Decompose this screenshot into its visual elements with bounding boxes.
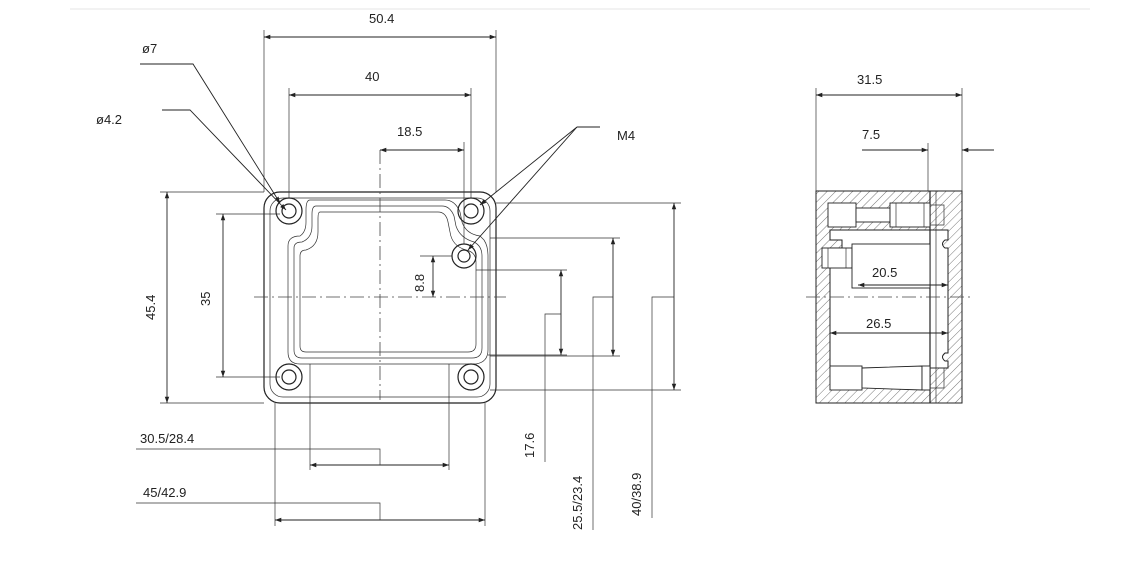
label-large-hole: ø7 (142, 41, 157, 56)
dim-hole-spacing-x: 40 (365, 69, 379, 84)
dim-m4-offset-x: 18.5 (397, 124, 422, 139)
screw-small (821, 247, 853, 269)
dim-overall-width: 50.4 (369, 11, 394, 26)
leader-large-hole (140, 63, 281, 204)
dim-overall-depth: 31.5 (857, 72, 882, 87)
hole-top-right-outer (457, 197, 485, 225)
dim-side-b: 25.5/23.4 (570, 476, 585, 530)
dim-m4-offset-y: 8.8 (412, 274, 427, 292)
label-small-hole: ø4.2 (96, 112, 122, 127)
dim-hole-spacing-y: 35 (198, 292, 213, 306)
dim-overall-height: 45.4 (143, 295, 158, 320)
leader-m4-boss (467, 126, 578, 251)
hole-top-right-inner (463, 203, 479, 219)
inner-wall-upper (851, 243, 931, 289)
hole-bottom-right-outer (457, 363, 485, 391)
dim-lid-depth: 7.5 (862, 127, 880, 142)
screw-bottom-shank (861, 365, 923, 391)
dim-side-c: 40/38.9 (629, 473, 644, 516)
m4-boss-outer (451, 243, 477, 269)
side-section-view: 31.5 7.5 20.5 26.5 (806, 72, 994, 404)
front-view: 50.4 40 18.5 8.8 35 45.4 ø7 ø4.2 (96, 11, 681, 530)
dim-inner-lower: 26.5 (866, 316, 891, 331)
label-thread: M4 (617, 128, 635, 143)
dim-inner-bottom-width: 30.5/28.4 (140, 431, 194, 446)
screw-top-head (889, 202, 931, 228)
hole-top-left-outer (275, 197, 303, 225)
lid-groove-inner (293, 205, 483, 359)
screw-bottom-head (921, 365, 931, 391)
hole-top-left-inner (281, 203, 297, 219)
lid-recess (299, 211, 477, 353)
screw-top-body (827, 202, 857, 228)
screw-bottom-body (829, 365, 863, 391)
dim-inner-upper: 20.5 (872, 265, 897, 280)
dim-side-a: 17.6 (522, 433, 537, 458)
leader-small-hole (162, 109, 287, 211)
dim-outer-bottom-width: 45/42.9 (143, 485, 186, 500)
screw-top-shank (855, 207, 891, 223)
hole-bottom-right-inner (463, 369, 479, 385)
m4-boss-inner (457, 249, 471, 263)
hole-bottom-left-inner (281, 369, 297, 385)
leader-m4-corner (479, 126, 578, 206)
